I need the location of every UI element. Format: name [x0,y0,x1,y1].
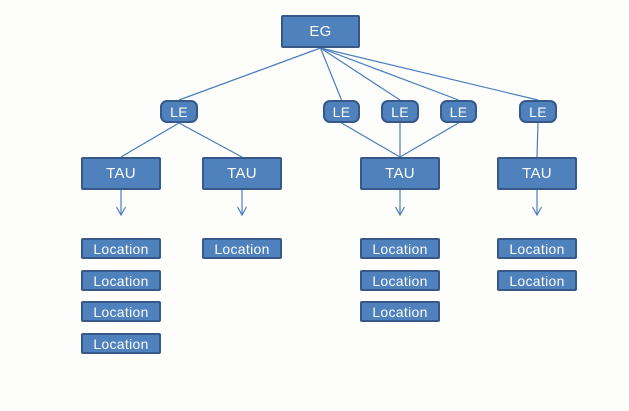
arrow-tau-2-to-locations [236,190,248,217]
node-tau-4: TAU [497,157,577,190]
arrow-tau-4-to-locations [531,190,543,217]
connector-le-5-to-tau-4 [536,122,539,158]
arrow-tau-3-to-locations [394,190,406,217]
node-location-5: Location [202,238,282,259]
node-tau-1: TAU [81,157,161,190]
connector-le-1-to-tau-1 [120,122,180,158]
node-location-6: Location [360,238,440,259]
connector-eg-to-le-1 [178,47,321,101]
connector-le-2-to-tau-3 [341,122,401,158]
node-le-4: LE [440,100,477,123]
node-le-3: LE [381,100,419,123]
connector-eg-to-le-3 [320,47,401,101]
node-tau-3: TAU [360,157,440,190]
node-tau-2: TAU [202,157,282,190]
node-le-2: LE [323,100,360,123]
node-location-8: Location [360,301,440,322]
node-location-7: Location [360,270,440,291]
node-eg: EG [281,15,360,48]
node-location-9: Location [497,238,577,259]
connector-eg-to-le-5 [320,47,539,101]
arrow-tau-1-to-locations [115,190,127,217]
node-le-1: LE [160,100,198,123]
node-location-2: Location [81,270,161,291]
node-le-5: LE [519,100,557,123]
node-location-1: Location [81,238,161,259]
node-location-3: Location [81,301,161,322]
connector-eg-to-le-4 [320,47,459,101]
node-location-4: Location [81,333,161,354]
connector-le-4-to-tau-3 [399,122,459,158]
node-location-10: Location [497,270,577,291]
connector-eg-to-le-2 [319,47,343,101]
connector-le-1-to-tau-2 [178,122,243,158]
